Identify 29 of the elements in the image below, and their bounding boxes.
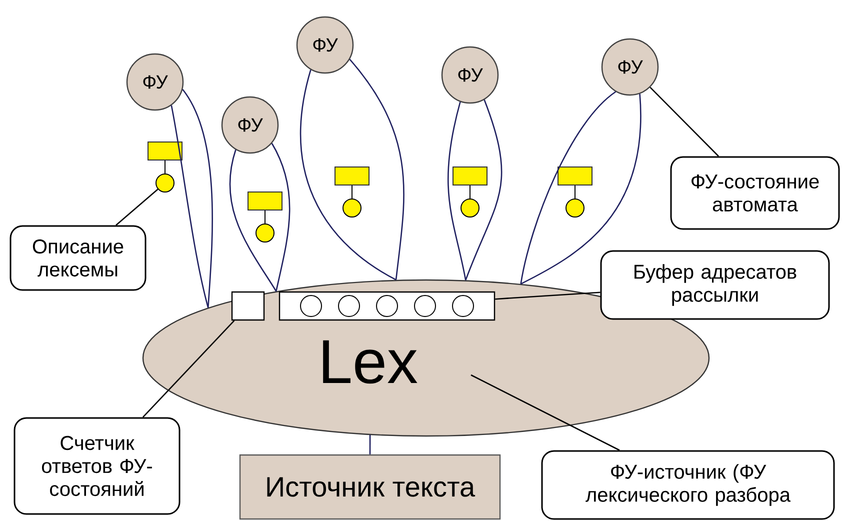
loop-line bbox=[170, 105, 209, 308]
leader-line bbox=[142, 320, 235, 418]
callout-box: Буфер адресатов рассылки bbox=[600, 250, 830, 320]
loop-line bbox=[229, 150, 277, 292]
callout-box: Описание лексемы bbox=[10, 225, 146, 291]
loop-line bbox=[448, 102, 466, 280]
callout-box: ФУ-источник (ФУ лексического разбора bbox=[541, 450, 835, 520]
loop-line bbox=[520, 94, 642, 284]
leader-line bbox=[116, 188, 158, 226]
marker-flag bbox=[558, 166, 592, 218]
loop-line bbox=[271, 143, 290, 292]
counter-square bbox=[231, 291, 265, 321]
loop-line bbox=[349, 58, 404, 280]
connector-line bbox=[369, 435, 371, 454]
marker-flag bbox=[452, 166, 488, 218]
callout-box: ФУ-состояние автомата bbox=[670, 156, 840, 230]
loop-line bbox=[182, 89, 213, 308]
source-box: Источник текста bbox=[239, 454, 501, 520]
callout-box: Счетчик ответов ФУ-состояний bbox=[14, 417, 180, 515]
leader-line bbox=[495, 292, 600, 300]
leader-line bbox=[470, 374, 620, 451]
leader-line bbox=[650, 86, 719, 157]
loop-line bbox=[300, 70, 396, 280]
loop-line bbox=[520, 91, 616, 284]
loop-line bbox=[465, 100, 502, 280]
marker-flag bbox=[148, 142, 182, 192]
marker-flag bbox=[248, 192, 282, 242]
address-buffer bbox=[278, 291, 496, 321]
marker-flag bbox=[334, 166, 370, 218]
